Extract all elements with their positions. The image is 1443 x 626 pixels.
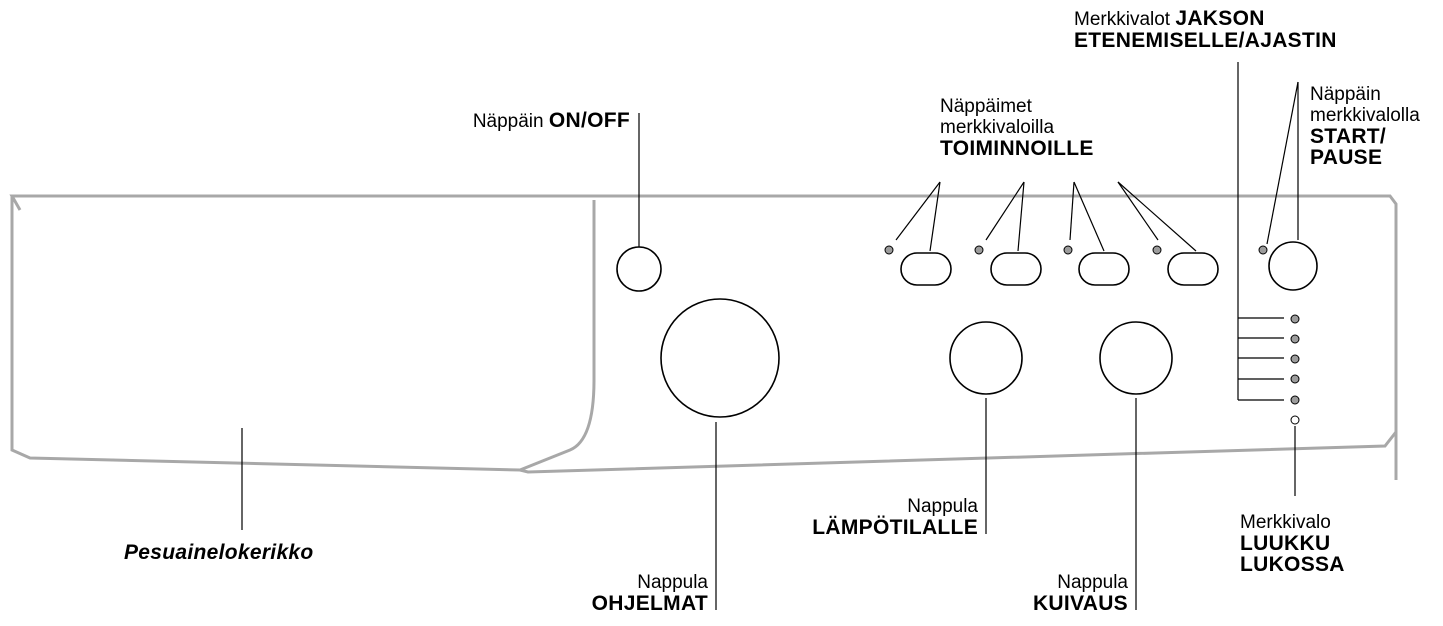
start-pause-bold2: PAUSE xyxy=(1310,146,1383,169)
start-pause-bold1: START/ xyxy=(1310,125,1387,148)
on-off-prefix: Näppäin xyxy=(472,111,544,132)
functions-label: Näppäimet merkkivaloilla TOIMINNOILLE xyxy=(940,96,1094,159)
start-pause-line2: merkkivalolla xyxy=(1310,105,1420,126)
function-led-3 xyxy=(1063,245,1073,255)
progress-bold2: ETENEMISELLE/AJASTIN xyxy=(1074,29,1337,52)
programs-bold: OHJELMAT xyxy=(591,592,708,615)
program-knob[interactable] xyxy=(660,298,780,418)
on-off-button[interactable] xyxy=(616,246,662,292)
on-off-bold: ON/OFF xyxy=(548,109,630,132)
progress-led-2 xyxy=(1290,334,1300,344)
function-button-2[interactable] xyxy=(990,252,1042,286)
temperature-knob[interactable] xyxy=(949,321,1023,395)
progress-led-5 xyxy=(1290,395,1300,405)
function-led-2 xyxy=(974,245,984,255)
temperature-bold: LÄMPÖTILALLE xyxy=(812,516,978,539)
door-lock-bold2: LUKOSSA xyxy=(1240,553,1345,576)
drying-bold: KUIVAUS xyxy=(1032,592,1128,615)
temperature-label: Nappula LÄMPÖTILALLE xyxy=(700,496,978,538)
progress-led-3 xyxy=(1290,354,1300,364)
progress-led-4 xyxy=(1290,374,1300,384)
progress-prefix: Merkkivalot xyxy=(1074,9,1171,30)
functions-line1: Näppäimet xyxy=(940,96,1032,117)
programs-label: Nappula OHJELMAT xyxy=(500,572,708,614)
functions-bold: TOIMINNOILLE xyxy=(940,137,1094,160)
progress-led-1 xyxy=(1290,314,1300,324)
door-lock-line1: Merkkivalo xyxy=(1240,512,1331,533)
function-led-1 xyxy=(884,245,894,255)
progress-bold1: JAKSON xyxy=(1175,7,1265,30)
drying-knob[interactable] xyxy=(1099,321,1173,395)
door-lock-led xyxy=(1290,415,1300,425)
panel-outline xyxy=(9,194,1398,480)
function-leader-lines xyxy=(895,181,1197,252)
start-pause-label: Näppäin merkkivalolla START/ PAUSE xyxy=(1310,84,1420,168)
drying-line1: Nappula xyxy=(1057,572,1128,593)
start-pause-line1: Näppäin xyxy=(1310,84,1381,105)
start-pause-button[interactable] xyxy=(1268,241,1318,291)
start-pause-led xyxy=(1258,245,1268,255)
drying-label: Nappula KUIVAUS xyxy=(900,572,1128,614)
start-pause-leader-led xyxy=(1266,81,1299,245)
function-led-4 xyxy=(1152,245,1162,255)
detergent-label: Pesuainelokerikko xyxy=(124,541,314,564)
function-button-3[interactable] xyxy=(1078,252,1130,286)
function-button-4[interactable] xyxy=(1167,252,1219,286)
progress-label: Merkkivalot JAKSON ETENEMISELLE/AJASTIN xyxy=(1074,8,1337,51)
door-lock-bold1: LUUKKU xyxy=(1240,532,1331,555)
functions-line2: merkkivaloilla xyxy=(940,117,1055,138)
programs-line1: Nappula xyxy=(637,572,708,593)
temperature-line1: Nappula xyxy=(907,496,978,517)
detergent-drawer-edge xyxy=(519,200,596,472)
function-button-1[interactable] xyxy=(900,252,952,286)
on-off-label: Näppäin ON/OFF xyxy=(400,110,630,132)
door-lock-label: Merkkivalo LUUKKU LUKOSSA xyxy=(1240,512,1345,575)
progress-led-leaders xyxy=(1238,317,1284,401)
